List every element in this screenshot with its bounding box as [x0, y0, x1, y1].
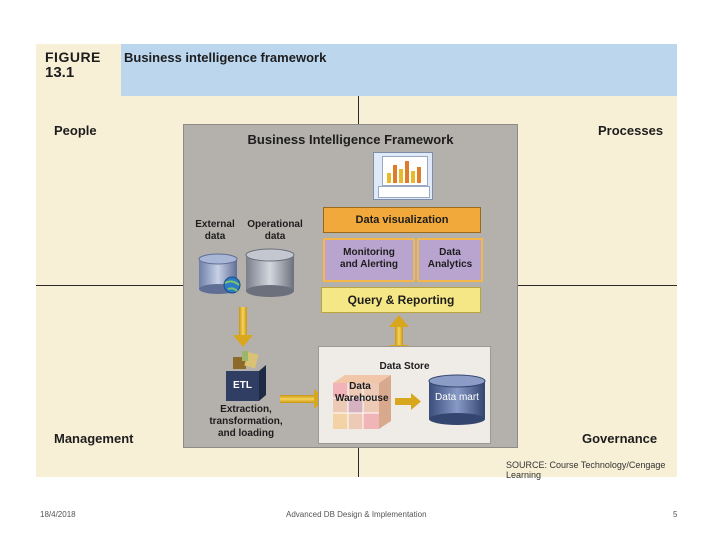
analytics-label-line2: Analytics — [427, 259, 473, 270]
figure: FIGURE 13.1 Business intelligence framew… — [36, 44, 677, 480]
external-data-label: External data — [192, 219, 238, 243]
diagram-graphics — [198, 248, 409, 409]
quadrant-management: Management — [54, 431, 134, 446]
thumbnail-bar — [387, 173, 391, 183]
etl-label-line1: Extraction, — [220, 404, 272, 415]
quadrant-governance: Governance — [582, 431, 658, 446]
thumbnail-bar — [411, 171, 415, 183]
data-store-label: Data Store — [379, 361, 430, 372]
figure-number: 13.1 — [45, 64, 75, 81]
etl-label-line3: and loading — [217, 428, 275, 439]
thumbnail-bar — [399, 169, 403, 183]
analytics-label-line1: Data — [439, 247, 461, 258]
globe-icon — [223, 276, 241, 294]
operational-data-label: Operational data — [242, 219, 308, 243]
footer-course: Advanced DB Design & Implementation — [286, 510, 427, 519]
data-visualization-box: Data visualization — [323, 207, 481, 233]
panel-title: Business Intelligence Framework — [247, 132, 454, 147]
arrow-down-icon — [233, 307, 253, 347]
external-label-line1: External — [195, 219, 235, 230]
monitoring-alerting-box: Monitoring and Alerting — [323, 238, 415, 282]
etl-box: ETL — [226, 371, 259, 401]
dw-label-line2: Warehouse — [335, 393, 389, 404]
thumbnail-chart — [382, 156, 428, 186]
query-reporting-label: Query & Reporting — [347, 293, 455, 307]
monitoring-label-line2: and Alerting — [340, 259, 398, 270]
data-analytics-box: Data Analytics — [417, 238, 483, 282]
figure-label: FIGURE — [45, 49, 101, 65]
data-warehouse-label: Data Warehouse — [335, 381, 389, 405]
figure-header — [36, 44, 677, 96]
footer-page-number: 5 — [673, 510, 678, 519]
quadrant-people: People — [54, 123, 97, 138]
data-mart-label: Data mart — [435, 392, 479, 403]
figure-title: Business intelligence framework — [124, 50, 327, 65]
thumbnail-table — [378, 186, 430, 198]
thumbnail-bar — [393, 165, 397, 183]
figure-tag: FIGURE 13.1 — [36, 44, 121, 96]
operational-label-line2: data — [264, 231, 286, 242]
quadrant-processes: Processes — [598, 123, 664, 138]
thumbnail-bar — [405, 161, 409, 183]
source-credit: SOURCE: Course Technology/Cengage Learni… — [506, 460, 666, 480]
etl-label: Extraction, transformation, and loading — [208, 404, 284, 440]
monitoring-label-line1: Monitoring — [343, 247, 395, 258]
query-reporting-box: Query & Reporting — [321, 287, 481, 313]
thumbnail-bar — [417, 167, 421, 183]
arrow-right-icon — [395, 393, 421, 410]
etl-label-line2: transformation, — [209, 416, 283, 427]
data-warehouse-cube-icon — [333, 375, 391, 429]
operational-data-cylinder-icon — [245, 248, 295, 297]
data-visualization-label: Data visualization — [355, 214, 449, 226]
etl-abbrev: ETL — [233, 380, 252, 391]
etl-objects-icon — [233, 351, 259, 369]
operational-label-line1: Operational — [247, 219, 303, 230]
footer-date: 18/4/2018 — [40, 510, 76, 519]
dw-label-line1: Data — [349, 381, 371, 392]
data-store-box: Data Store — [318, 346, 491, 444]
data-store-graphics — [333, 374, 486, 429]
data-mart-cylinder-icon — [428, 374, 486, 425]
chart-thumbnail-icon — [373, 152, 433, 200]
bi-framework-panel: Business Intelligence Framework Data vis… — [183, 124, 518, 448]
external-label-line2: data — [204, 231, 226, 242]
